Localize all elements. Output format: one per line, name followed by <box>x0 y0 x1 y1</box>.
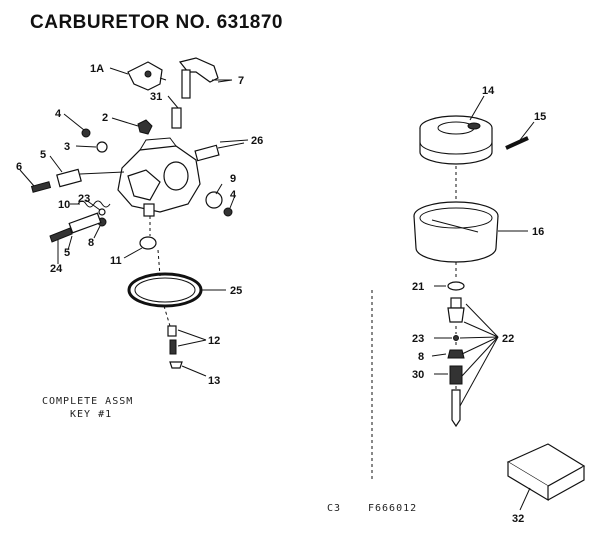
part-3-washer <box>96 141 108 153</box>
part-32-bracket <box>506 443 586 502</box>
label-12: 12 <box>208 335 220 347</box>
label-16: 16 <box>532 226 544 238</box>
label-14: 14 <box>482 85 495 97</box>
label-7: 7 <box>238 75 244 87</box>
part-14-float <box>419 115 493 165</box>
part-9-washer <box>205 191 223 209</box>
part-1a-throttle-lever <box>127 61 167 91</box>
part-25-gasket <box>127 272 203 308</box>
label-2: 2 <box>102 112 108 124</box>
label-21: 21 <box>412 281 424 293</box>
part-2-nut <box>137 119 153 135</box>
label-30: 30 <box>412 369 424 381</box>
part-24-needle-valve <box>49 212 102 243</box>
label-11: 11 <box>110 255 122 267</box>
part-15-pin <box>505 136 529 150</box>
label-31: 31 <box>150 91 162 103</box>
label-6: 6 <box>16 161 22 173</box>
complete-assembly-note-line1: COMPLETE ASSM <box>42 396 134 407</box>
part-10-spring <box>77 200 111 208</box>
label-8-left: 8 <box>88 237 94 249</box>
label-26: 26 <box>251 135 263 147</box>
label-25: 25 <box>230 285 242 297</box>
label-15: 15 <box>534 111 546 123</box>
part-26-fitting <box>194 142 245 162</box>
label-5-bottom: 5 <box>64 247 70 259</box>
label-22: 22 <box>502 333 514 345</box>
part-7-choke-lever <box>178 57 233 99</box>
part-12-screws <box>167 325 177 355</box>
part-11-ball <box>139 236 157 250</box>
footer-code: F666012 <box>368 503 418 514</box>
part-6-screw <box>30 181 52 193</box>
carburetor-body <box>117 137 201 217</box>
label-32: 32 <box>512 513 524 525</box>
part-23-o-ring <box>98 208 106 216</box>
part-16-float-bowl <box>413 201 499 263</box>
label-10: 10 <box>58 199 70 211</box>
label-1a: 1A <box>90 63 104 75</box>
part-22-jet-assembly <box>447 297 465 428</box>
part-4-screw <box>81 128 91 138</box>
label-3: 3 <box>64 141 70 153</box>
label-4-right: 4 <box>230 189 237 201</box>
label-9: 9 <box>230 173 236 185</box>
label-5-top: 5 <box>40 149 46 161</box>
label-13: 13 <box>208 375 220 387</box>
label-23-right: 23 <box>412 333 424 345</box>
part-5-bushing <box>56 168 125 188</box>
part-13-clip <box>169 361 183 369</box>
part-21-washer <box>447 281 465 291</box>
label-24: 24 <box>50 263 63 275</box>
footer-code-prefix: C3 <box>327 503 342 514</box>
complete-assembly-note-line2: KEY #1 <box>70 409 113 420</box>
part-31-stem <box>171 107 182 129</box>
label-8-right: 8 <box>418 351 424 363</box>
part-4-screw-right <box>223 207 233 217</box>
label-23-left: 23 <box>78 193 90 205</box>
page-title: CARBURETOR NO. 631870 <box>30 12 284 33</box>
label-4-top: 4 <box>55 108 62 120</box>
